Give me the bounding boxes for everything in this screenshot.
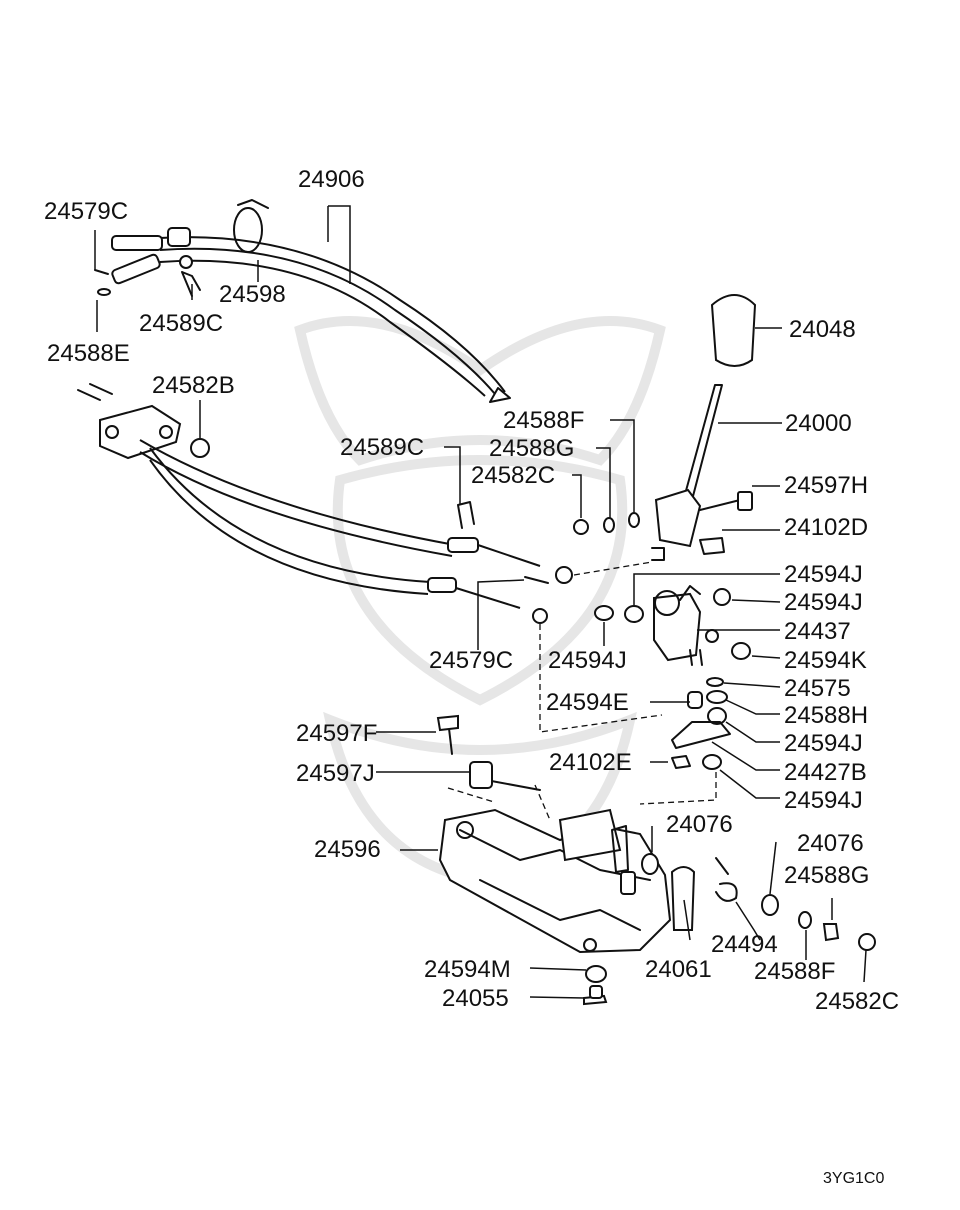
label-24597J: 24597J — [296, 760, 375, 787]
label-24597F: 24597F — [296, 720, 377, 747]
label-24598: 24598 — [219, 281, 286, 308]
shift-base-plate — [436, 714, 672, 954]
label-24048: 24048 — [789, 316, 856, 343]
diagram-code: 3YG1C0 — [823, 1170, 884, 1187]
label-24594E: 24594E — [546, 689, 629, 716]
label-24437: 24437 — [784, 618, 851, 645]
label-24589C-upper: 24589C — [139, 310, 223, 337]
label-24582C-upper: 24582C — [471, 462, 555, 489]
label-24594J-1: 24594J — [784, 561, 863, 588]
label-24494: 24494 — [711, 931, 778, 958]
label-24076-right: 24076 — [797, 830, 864, 857]
label-24594K: 24594K — [784, 647, 867, 674]
label-24582C-lower: 24582C — [815, 988, 899, 1015]
part-labels: 24906 24579C 24598 24589C 24588E 24582B … — [44, 166, 899, 1187]
label-24597H: 24597H — [784, 472, 868, 499]
label-24588G-upper: 24588G — [489, 435, 574, 462]
label-24102E: 24102E — [549, 749, 632, 776]
shift-cable-lower — [77, 383, 573, 624]
label-24588E: 24588E — [47, 340, 130, 367]
label-24906: 24906 — [298, 166, 365, 193]
label-24061: 24061 — [645, 956, 712, 983]
shift-cable-upper — [94, 199, 511, 403]
label-24582B: 24582B — [152, 372, 235, 399]
label-24596: 24596 — [314, 836, 381, 863]
label-24594J-2: 24594J — [784, 589, 863, 616]
label-24076-left: 24076 — [666, 811, 733, 838]
label-24102D: 24102D — [784, 514, 868, 541]
label-24594M: 24594M — [424, 956, 511, 983]
label-24000: 24000 — [785, 410, 852, 437]
label-24575: 24575 — [784, 675, 851, 702]
label-24579C-upper: 24579C — [44, 198, 128, 225]
label-24588G-lower: 24588G — [784, 862, 869, 889]
label-24594J-4: 24594J — [784, 730, 863, 757]
shift-lever — [573, 294, 757, 561]
label-24594J-5: 24594J — [784, 787, 863, 814]
watermark-emblem — [294, 316, 666, 886]
label-24588H: 24588H — [784, 702, 868, 729]
label-24594J-3: 24594J — [548, 647, 627, 674]
leader-lines — [94, 205, 867, 999]
label-24588F-upper: 24588F — [503, 407, 584, 434]
assembly-lines — [447, 561, 717, 821]
label-24588F-lower: 24588F — [754, 958, 835, 985]
label-24427B: 24427B — [784, 759, 867, 786]
label-24055: 24055 — [442, 985, 509, 1012]
shift-block — [594, 585, 751, 770]
label-24579C-lower: 24579C — [429, 647, 513, 674]
loose-parts — [583, 853, 876, 1006]
label-24589C-lower: 24589C — [340, 434, 424, 461]
